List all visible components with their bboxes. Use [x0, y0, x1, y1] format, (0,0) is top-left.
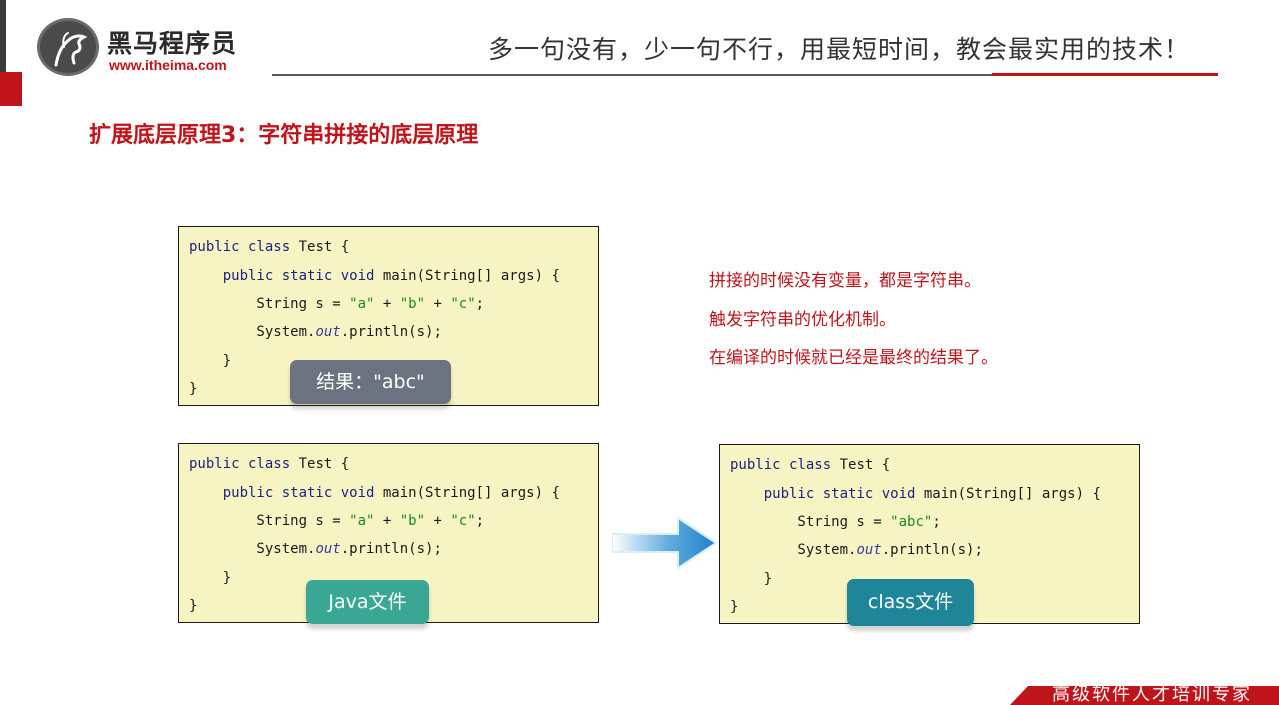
- header-slogan: 多一句没有，少一句不行，用最短时间，教会最实用的技术！: [488, 35, 1191, 64]
- right-arrow-icon: [612, 516, 718, 570]
- code-line: }: [730, 571, 773, 587]
- code-box-java-file: public class Test { public static void m…: [178, 443, 599, 623]
- class-file-tag: class文件: [847, 579, 974, 626]
- code-line: System.out.println(s);: [730, 542, 983, 558]
- code-keyword: public static void: [222, 268, 375, 284]
- code-line: System.out.println(s);: [189, 324, 442, 340]
- code-keyword: public class: [189, 239, 291, 255]
- header-divider: [272, 74, 992, 76]
- code-line: public static void main(String[] args) {: [763, 486, 1101, 502]
- horse-logo-icon: [37, 18, 99, 76]
- code-line: System.out.println(s);: [189, 541, 442, 557]
- note-line-2: 触发字符串的优化机制。: [709, 310, 896, 330]
- code-line: public class Test {: [189, 239, 350, 255]
- footer-text: 高级软件人才培训专家: [1052, 684, 1252, 705]
- code-line: String s = "abc";: [730, 514, 941, 530]
- header-divider-accent: [992, 73, 1218, 76]
- note-line-3: 在编译的时候就已经是最终的结果了。: [709, 348, 998, 368]
- page-title: 扩展底层原理3：字符串拼接的底层原理: [89, 123, 479, 148]
- code-line: public static void main(String[] args) {: [222, 485, 560, 501]
- code-line: }: [189, 353, 232, 369]
- code-line: }: [189, 570, 232, 586]
- brand-logo: 黑马程序员 www.itheima.com: [37, 18, 277, 78]
- java-file-tag: Java文件: [306, 580, 429, 624]
- note-line-1: 拼接的时候没有变量，都是字符串。: [709, 271, 981, 291]
- code-line: public class Test {: [730, 457, 891, 473]
- left-accent-bar: [0, 0, 6, 72]
- code-line: String s = "a" + "b" + "c";: [189, 296, 485, 312]
- code-line: }: [730, 599, 739, 615]
- code-line: public class Test {: [189, 456, 350, 472]
- left-accent-bar-red: [0, 72, 22, 106]
- code-line: public static void main(String[] args) {: [222, 268, 560, 284]
- logo-url: www.itheima.com: [109, 57, 227, 73]
- code-line: String s = "a" + "b" + "c";: [189, 513, 485, 529]
- code-line: }: [189, 598, 198, 614]
- string-literal: "abc": [890, 514, 933, 530]
- result-tag: 结果："abc": [290, 360, 451, 404]
- logo-name: 黑马程序员: [107, 29, 238, 58]
- code-line: }: [189, 381, 198, 397]
- footer-band: [1010, 686, 1279, 705]
